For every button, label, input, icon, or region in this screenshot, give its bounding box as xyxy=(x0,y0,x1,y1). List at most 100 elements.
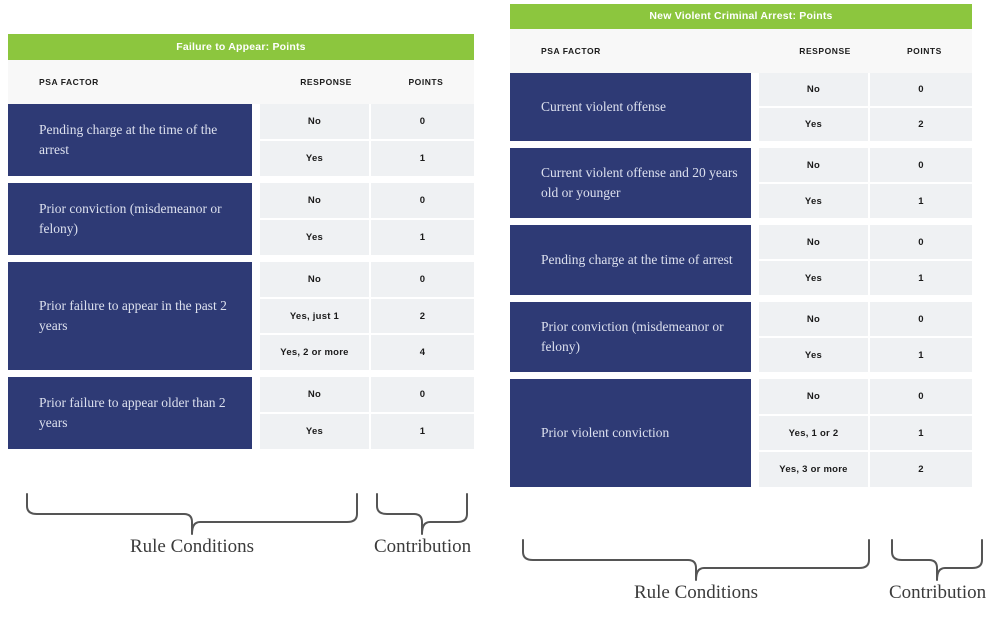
column-header-row-fta: PSA FACTOR RESPONSE POINTS xyxy=(8,60,474,104)
points-value: 2 xyxy=(870,108,972,141)
points-value: 1 xyxy=(870,261,972,295)
response-value: No xyxy=(759,225,870,259)
table-row: Prior violent conviction No 0 Yes, 1 or … xyxy=(510,379,972,488)
response-value: Yes xyxy=(759,261,870,295)
points-value: 0 xyxy=(371,183,474,218)
row-gap xyxy=(751,148,759,218)
points-value: 0 xyxy=(371,262,474,297)
points-value: 4 xyxy=(371,335,474,371)
response-row: No 0 xyxy=(759,379,972,416)
response-row: No 0 xyxy=(260,183,474,220)
row-gap xyxy=(252,262,260,370)
response-value: No xyxy=(759,302,870,336)
table-row: Current violent offense No 0 Yes 2 xyxy=(510,73,972,141)
row-gap xyxy=(252,183,260,255)
annotation-label: Rule Conditions xyxy=(633,582,759,603)
factor-label: Prior failure to appear older than 2 yea… xyxy=(8,377,253,449)
response-value: No xyxy=(260,183,371,218)
factor-label: Current violent offense xyxy=(510,73,752,141)
row-gap xyxy=(751,225,759,295)
response-row: Yes, just 1 2 xyxy=(260,298,474,336)
new-violent-criminal-arrest-table: New Violent Criminal Arrest: Points PSA … xyxy=(510,4,972,488)
column-header-psa-factor: PSA FACTOR xyxy=(541,46,601,56)
response-row: No 0 xyxy=(260,104,474,141)
table-row: Pending charge at the time of arrest No … xyxy=(510,225,972,295)
response-value: Yes xyxy=(759,338,870,372)
points-value: 2 xyxy=(870,452,972,488)
response-value: Yes, 3 or more xyxy=(759,452,870,488)
contribution-annotation-fta: Contribution xyxy=(374,492,471,558)
points-value: 1 xyxy=(371,414,474,449)
failure-to-appear-table: Failure to Appear: Points PSA FACTOR RES… xyxy=(8,34,474,449)
response-value: Yes xyxy=(260,220,371,255)
annotation-label: Rule Conditions xyxy=(129,536,255,557)
rule-conditions-annotation-nvca: Rule Conditions xyxy=(520,538,872,604)
response-row: Yes, 3 or more 2 xyxy=(759,452,972,488)
column-header-response: RESPONSE xyxy=(799,46,851,56)
table-title-failure-to-appear: Failure to Appear: Points xyxy=(8,34,474,60)
table-row: Current violent offense and 20 years old… xyxy=(510,148,972,218)
response-row: Yes 1 xyxy=(759,184,972,218)
response-points-group: No 0 Yes 1 xyxy=(759,225,972,295)
response-points-group: No 0 Yes 1 xyxy=(759,148,972,218)
points-value: 1 xyxy=(371,141,474,176)
factor-rows-nvca: Current violent offense No 0 Yes 2 Curre… xyxy=(510,73,972,488)
response-value: Yes, 1 or 2 xyxy=(759,415,870,451)
response-row: No 0 xyxy=(759,225,972,261)
response-row: Yes 1 xyxy=(759,338,972,372)
response-row: Yes, 2 or more 4 xyxy=(260,335,474,371)
response-row: Yes 1 xyxy=(260,141,474,176)
response-value: Yes, 2 or more xyxy=(260,335,371,371)
response-value: Yes xyxy=(759,108,870,141)
points-value: 1 xyxy=(371,220,474,255)
factor-label: Pending charge at the time of arrest xyxy=(510,225,752,295)
factor-label: Current violent offense and 20 years old… xyxy=(510,148,752,218)
curly-brace-icon xyxy=(891,539,983,581)
column-header-points: POINTS xyxy=(906,46,942,56)
response-row: Yes, 1 or 2 1 xyxy=(759,415,972,453)
response-value: No xyxy=(759,148,870,182)
response-value: Yes xyxy=(260,414,371,449)
response-row: No 0 xyxy=(759,148,972,184)
row-gap xyxy=(252,377,260,449)
response-value: Yes xyxy=(759,184,870,218)
curly-brace-icon xyxy=(26,493,358,535)
annotation-label: Contribution xyxy=(889,582,987,603)
response-points-group: No 0 Yes, 1 or 2 1 Yes, 3 or more 2 xyxy=(759,379,972,488)
response-row: No 0 xyxy=(759,302,972,338)
factor-label: Prior violent conviction xyxy=(510,379,752,487)
column-header-row-nvca: PSA FACTOR RESPONSE POINTS xyxy=(510,29,972,73)
response-row: No 0 xyxy=(260,377,474,414)
response-value: Yes xyxy=(260,141,371,176)
response-points-group: No 0 Yes 1 xyxy=(260,104,474,176)
response-points-group: No 0 Yes 1 xyxy=(759,302,972,372)
points-value: 1 xyxy=(870,184,972,218)
response-row: Yes 1 xyxy=(260,414,474,449)
factor-rows-fta: Pending charge at the time of the arrest… xyxy=(8,104,474,449)
response-row: Yes 1 xyxy=(759,261,972,295)
response-value: No xyxy=(260,377,371,412)
response-points-group: No 0 Yes 1 xyxy=(260,377,474,449)
rule-conditions-annotation-fta: Rule Conditions xyxy=(24,492,360,558)
table-row: Prior conviction (misdemeanor or felony)… xyxy=(8,183,474,255)
response-points-group: No 0 Yes 1 xyxy=(260,183,474,255)
table-row: Pending charge at the time of the arrest… xyxy=(8,104,474,176)
factor-label: Prior failure to appear in the past 2 ye… xyxy=(8,262,253,370)
points-value: 0 xyxy=(371,377,474,412)
response-row: No 0 xyxy=(759,73,972,108)
points-value: 0 xyxy=(870,379,972,414)
table-row: Prior failure to appear older than 2 yea… xyxy=(8,377,474,449)
response-row: Yes 1 xyxy=(260,220,474,255)
response-points-group: No 0 Yes, just 1 2 Yes, 2 or more 4 xyxy=(260,262,474,371)
response-value: No xyxy=(759,73,870,106)
response-value: No xyxy=(260,104,371,139)
factor-label: Pending charge at the time of the arrest xyxy=(8,104,253,176)
response-value: No xyxy=(759,379,870,414)
table-title-new-violent-criminal-arrest: New Violent Criminal Arrest: Points xyxy=(510,4,972,29)
row-gap xyxy=(751,73,759,141)
response-points-group: No 0 Yes 2 xyxy=(759,73,972,141)
table-row: Prior conviction (misdemeanor or felony)… xyxy=(510,302,972,372)
column-header-psa-factor: PSA FACTOR xyxy=(39,77,99,87)
contribution-annotation-nvca: Contribution xyxy=(889,538,987,604)
column-header-response: RESPONSE xyxy=(300,77,352,87)
